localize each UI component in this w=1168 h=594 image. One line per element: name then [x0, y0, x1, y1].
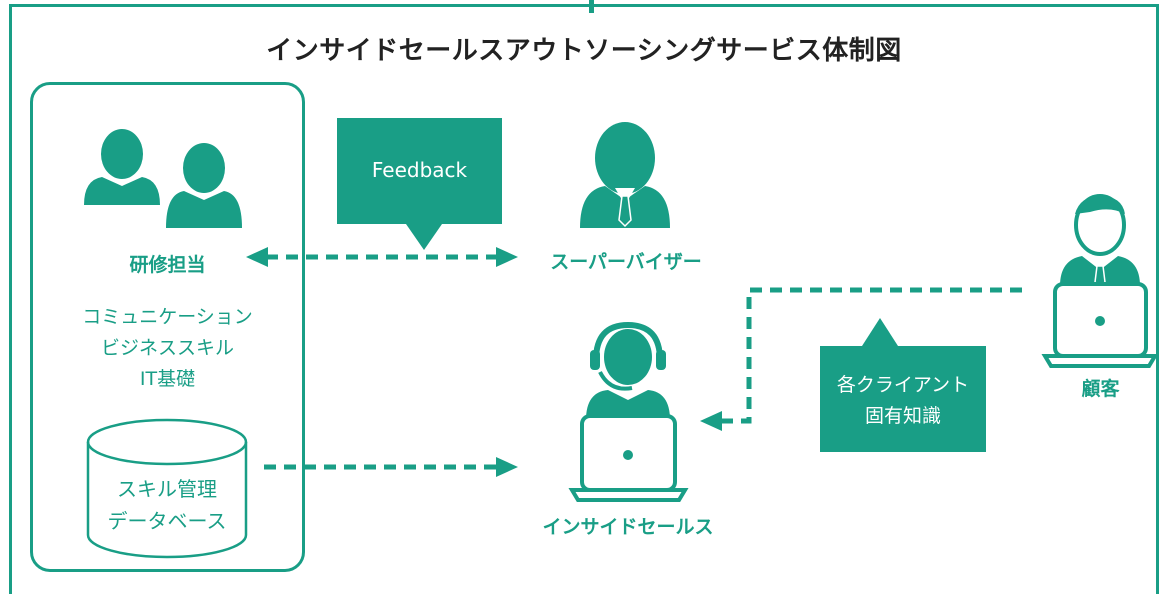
arrow-training-supervisor — [246, 247, 518, 267]
page-title: インサイドセールスアウトソーシングサービス体制図 — [266, 36, 902, 66]
businessman-icon — [580, 122, 670, 228]
customer-label: 顧客 — [1081, 378, 1120, 400]
client-knowledge-line: 各クライアント — [836, 374, 970, 396]
training-skill-item: ビジネススキル — [100, 337, 234, 359]
training-group-box — [30, 82, 305, 572]
headset-operator-icon — [586, 321, 670, 420]
database-label-line: スキル管理 — [117, 477, 217, 501]
training-skill-item: IT基礎 — [139, 368, 196, 390]
training-label: 研修担当 — [129, 254, 206, 276]
inside-sales-label: インサイドセールス — [542, 516, 714, 538]
supervisor-label: スーパーバイザー — [550, 251, 702, 273]
laptop-icon — [568, 414, 689, 502]
diagram-frame — [9, 4, 1159, 594]
businessman-laptop-icon — [1041, 194, 1159, 368]
two-people-icon — [84, 129, 242, 228]
arrow-database-insidesales — [264, 457, 518, 477]
arrow-customer-insidesales — [700, 287, 1022, 431]
database-label-line: データベース — [107, 509, 227, 533]
training-skill-item: コミュニケーション — [82, 306, 253, 328]
client-knowledge-line: 固有知識 — [864, 405, 941, 427]
feedback-callout — [337, 118, 502, 250]
frame-top-notch — [589, 0, 594, 13]
database-cylinder-icon — [86, 418, 248, 559]
client-knowledge-callout — [820, 318, 986, 452]
feedback-text: Feedback — [371, 158, 468, 182]
